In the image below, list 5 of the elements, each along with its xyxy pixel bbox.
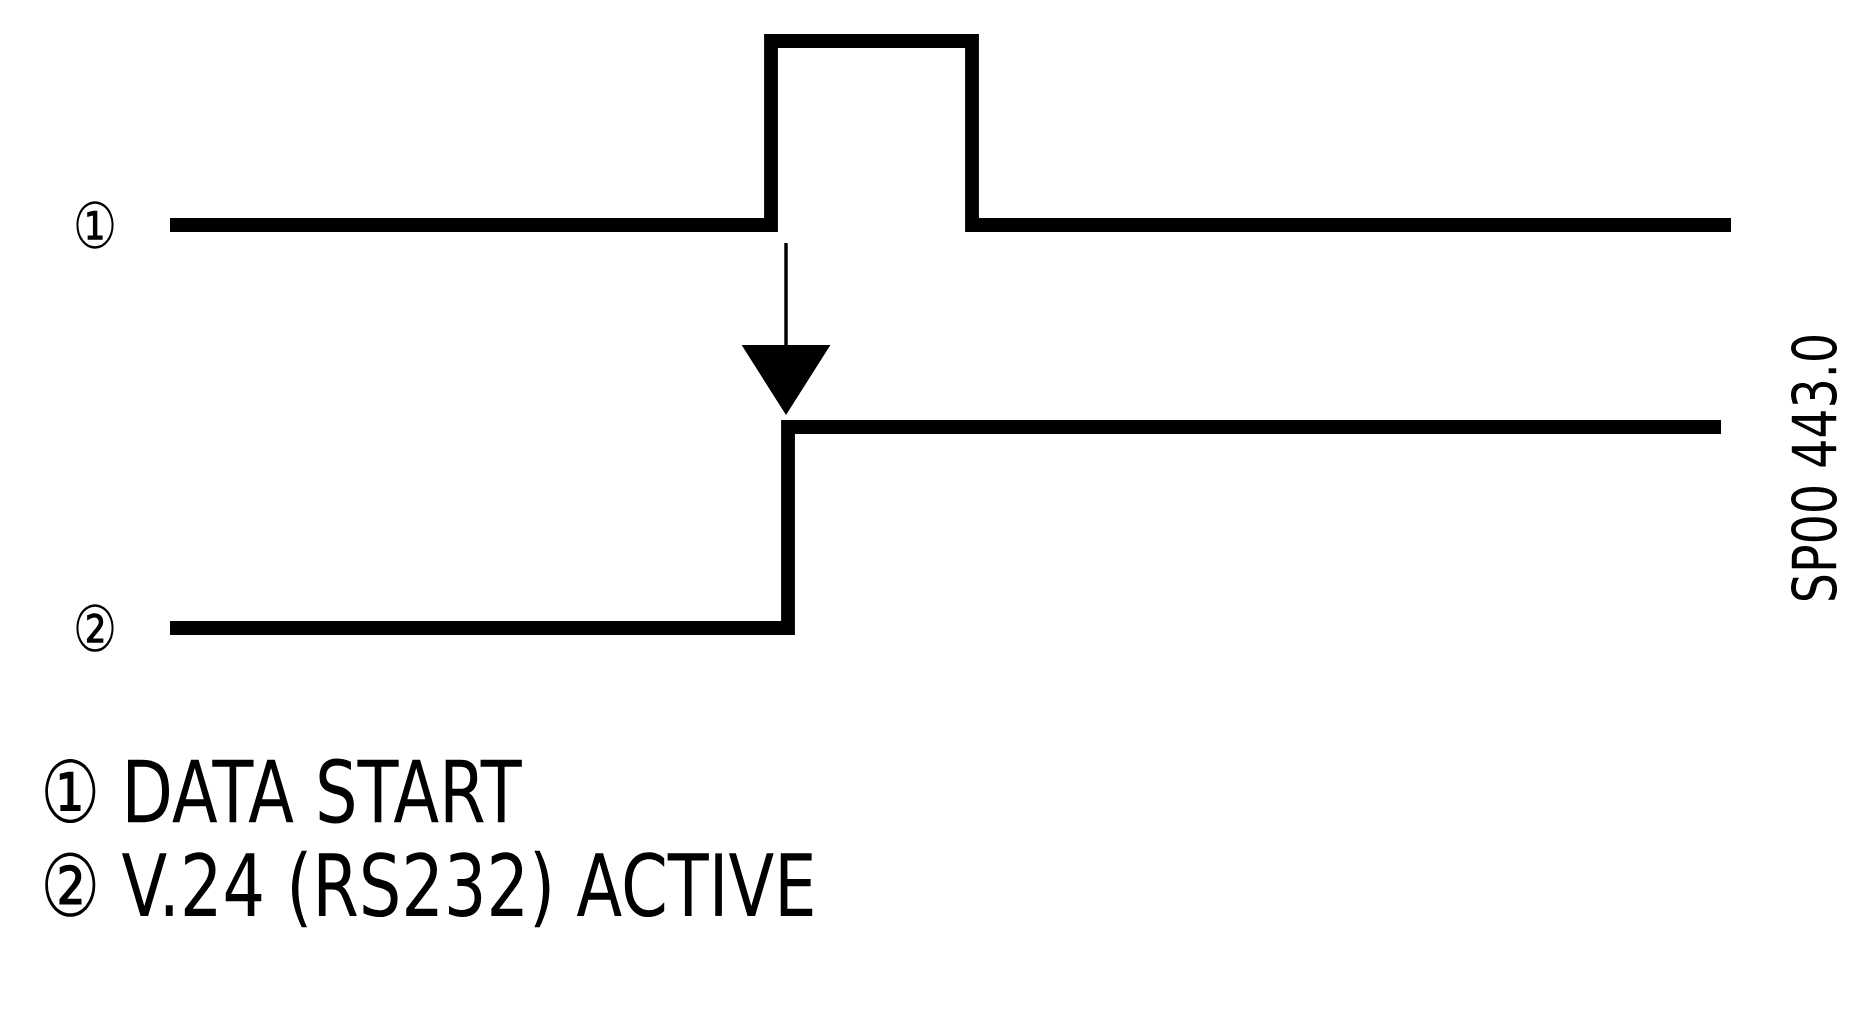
- callout-number: ②: [76, 604, 114, 652]
- legend-text: ② V.24 (RS232) ACTIVE: [45, 850, 813, 928]
- figure-code: SP00 443.0: [1791, 336, 1838, 600]
- callout-number: ①: [76, 201, 114, 249]
- legend-text: ① DATA START: [45, 758, 522, 824]
